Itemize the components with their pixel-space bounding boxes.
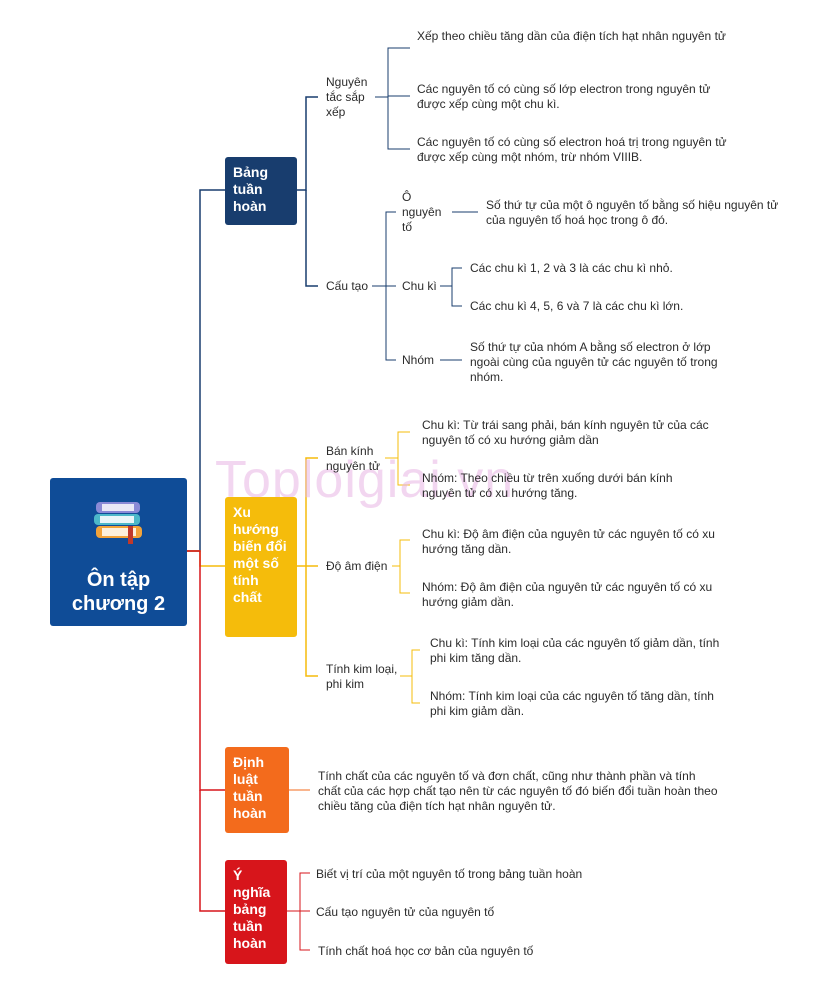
leaf-do-am-dien-2: Nhóm: Độ âm điện của nguyên tử các nguyê… bbox=[422, 580, 713, 609]
leaf-ban-kinh-1: Chu kì: Từ trái sang phải, bán kính nguy… bbox=[422, 418, 709, 447]
node-nhom[interactable]: Nhóm bbox=[402, 353, 435, 367]
leaf-do-am-dien-1: Chu kì: Độ âm điện của nguyên tử các ngu… bbox=[422, 527, 715, 556]
node-tinh-kim-loai[interactable]: Tính kim loại, phi kim bbox=[326, 662, 398, 691]
leaf-chu-ki-2: Các chu kì 4, 5, 6 và 7 là các chu kì lớ… bbox=[470, 299, 684, 313]
leaf-tinh-kim-loai-1: Chu kì: Tính kim loại của các nguyên tố … bbox=[430, 636, 720, 665]
leaf-y-nghia-1: Biết vị trí của một nguyên tố trong bảng… bbox=[316, 867, 583, 881]
leaf-y-nghia-2: Cấu tạo nguyên tử của nguyên tố bbox=[316, 905, 495, 919]
leaf-y-nghia-3: Tính chất hoá học cơ bản của nguyên tố bbox=[318, 944, 534, 958]
leaf-chu-ki-1: Các chu kì 1, 2 và 3 là các chu kì nhỏ. bbox=[470, 261, 673, 275]
branch-xu-huong[interactable]: Xu hướng biến đổi một số tính chất bbox=[225, 497, 297, 637]
root-title: Ôn tập chương 2 bbox=[71, 569, 166, 615]
node-cau-tao[interactable]: Cấu tạo bbox=[326, 279, 369, 293]
leaf-dinh-luat: Tính chất của các nguyên tố và đơn chất,… bbox=[318, 769, 718, 813]
books-icon bbox=[94, 502, 142, 544]
node-o-nguyen-to[interactable]: Ô nguyên tố bbox=[402, 190, 442, 234]
leaf-ban-kinh-2: Nhóm: Theo chiều từ trên xuống dưới bán … bbox=[422, 471, 673, 500]
node-do-am-dien[interactable]: Độ âm điện bbox=[326, 559, 388, 573]
node-chu-ki[interactable]: Chu kì bbox=[402, 279, 437, 293]
root-node[interactable]: Ôn tập chương 2 bbox=[50, 478, 187, 626]
node-nguyen-tac[interactable]: Nguyên tắc sắp xếp bbox=[326, 75, 368, 119]
node-ban-kinh[interactable]: Bán kính nguyên tử bbox=[326, 444, 381, 473]
leaf-nguyen-tac-2: Các nguyên tố có cùng số lớp electron tr… bbox=[417, 82, 711, 111]
leaf-nguyen-tac-1: Xếp theo chiều tăng dần của điện tích hạ… bbox=[417, 29, 726, 43]
leaf-tinh-kim-loai-2: Nhóm: Tính kim loại của các nguyên tố tă… bbox=[430, 689, 714, 718]
leaf-nguyen-tac-3: Các nguyên tố có cùng số electron hoá tr… bbox=[417, 135, 727, 164]
branch-bang-tuan-hoan[interactable]: Bảng tuần hoàn bbox=[225, 157, 297, 225]
branch-y-nghia[interactable]: Ý nghĩa bảng tuần hoàn bbox=[225, 860, 287, 964]
leaf-nhom: Số thứ tự của nhóm A bằng số electron ở … bbox=[470, 340, 718, 384]
leaf-o-nguyen-to: Số thứ tự của một ô nguyên tố bằng số hi… bbox=[486, 198, 779, 227]
branch-dinh-luat[interactable]: Định luật tuần hoàn bbox=[225, 747, 289, 833]
